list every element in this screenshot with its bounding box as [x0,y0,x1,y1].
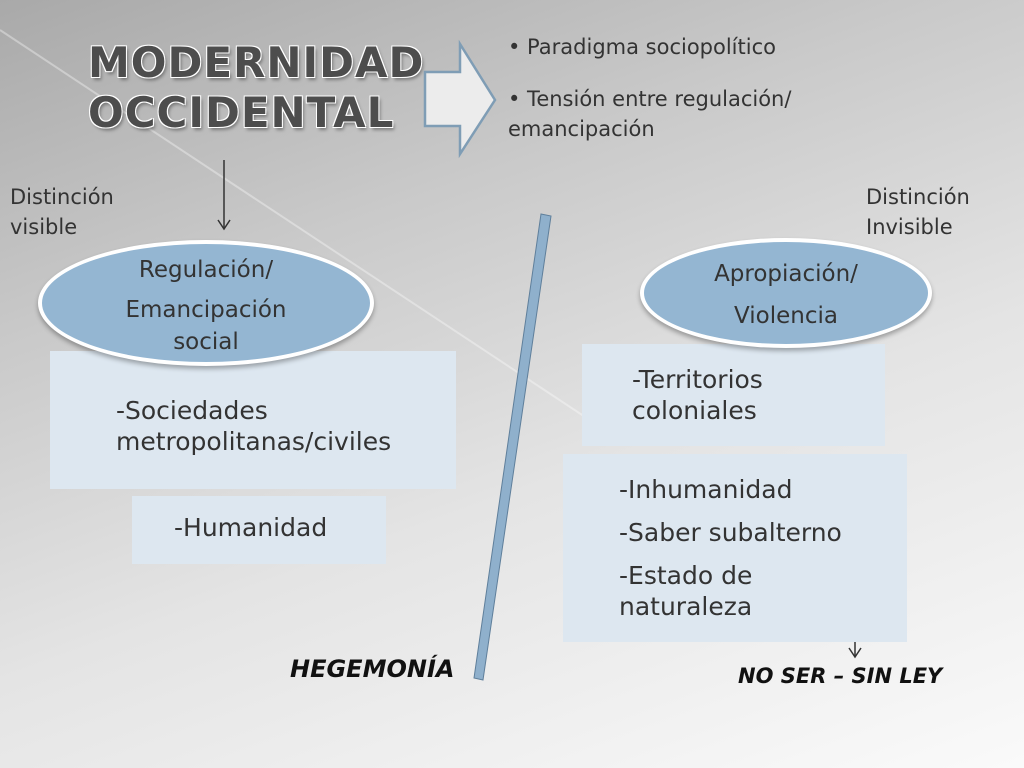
down-arrow-left-head [217,219,231,231]
box-inhumanidad-list: -Inhumanidad -Saber subalterno -Estado d… [563,454,907,642]
list-item: -Estado de naturaleza [619,561,753,621]
box-territorios-coloniales: -Territorios coloniales [582,344,885,446]
box-humanidad: -Humanidad [132,496,386,564]
label-distincion-invisible: Distinción Invisible [866,185,970,239]
slide-title: MODERNIDAD OCCIDENTAL [88,38,424,138]
title-line-2: OCCIDENTAL [88,88,395,137]
label-distincion-visible: Distinción visible [10,185,114,239]
label-hegemonia: HEGEMONÍA [290,655,455,683]
list-item: -Saber subalterno [619,518,842,547]
title-line-1: MODERNIDAD [88,38,425,87]
list-item: -Inhumanidad [619,475,793,504]
ellipse-apropiacion-violencia: Apropiación/ Violencia [640,238,932,348]
label-no-ser-sin-ley: NO SER – SIN LEY [738,664,943,688]
bullet-list: • Paradigma sociopolítico • Tensión entr… [508,32,928,144]
block-arrow-right [423,39,497,159]
box-sociedades-metropolitanas: -Sociedades metropolitanas/civiles [50,351,456,489]
down-arrow-right-head [848,647,862,659]
bullet-item: • Paradigma sociopolítico [508,35,776,59]
ellipse-regulacion-emancipacion: Regulación/ Emancipación social [38,240,374,366]
diagonal-divider [473,213,552,681]
bullet-item: • Tensión entre regulación/ emancipación [508,87,792,141]
